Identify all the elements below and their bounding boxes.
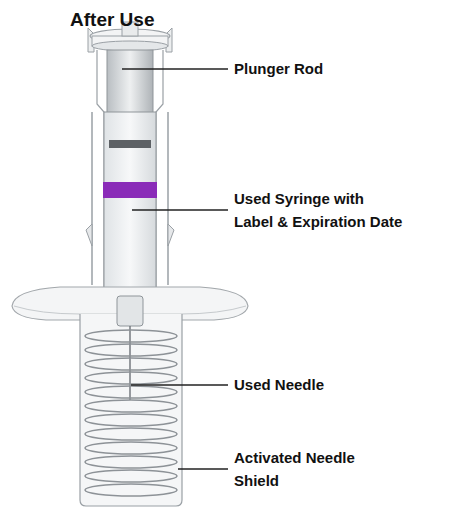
part-label: Used Syringe with Label & Expiration Dat… [234,187,405,233]
needle-shield [80,296,182,506]
leader-lines [122,69,228,469]
part-label: Activated Needle Shield [234,446,374,492]
part-label: Used Needle [234,373,434,396]
plunger-rod [88,22,172,290]
part-label: Plunger Rod [234,57,434,80]
syringe-barrel [86,112,174,288]
diagram-title: After Use [70,8,154,32]
